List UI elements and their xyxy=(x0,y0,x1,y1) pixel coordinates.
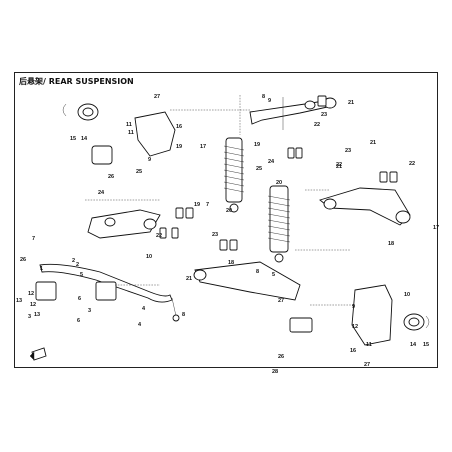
callout-11-13: 11 xyxy=(366,342,372,348)
callout-15-17: 15 xyxy=(423,342,429,348)
diagram-title: 后悬架/ REAR SUSPENSION xyxy=(19,77,134,86)
callout-15: 15 xyxy=(70,136,76,142)
callout-25-20: 25 xyxy=(256,166,262,172)
callout-21-22: 21 xyxy=(336,164,342,170)
callout-7-25: 7 xyxy=(206,202,209,208)
callout-18-33: 18 xyxy=(228,260,234,266)
callout-23-31: 23 xyxy=(212,232,218,238)
callout-2: 2 xyxy=(72,258,75,264)
callout-23: 23 xyxy=(321,112,327,118)
callout-10: 10 xyxy=(404,292,410,298)
callout-11: 11 xyxy=(126,122,132,128)
callout-17: 17 xyxy=(200,144,206,150)
left-lower-arm xyxy=(87,209,161,239)
callout-19-32: 19 xyxy=(194,202,200,208)
callout-12-3: 12 xyxy=(30,302,36,308)
callout-4: 4 xyxy=(138,322,142,328)
right-knuckle xyxy=(289,284,430,346)
shock-absorber-right xyxy=(267,185,291,263)
callout-22-5: 22 xyxy=(336,162,342,168)
callout-20-8: 20 xyxy=(276,180,282,186)
callout-26: 26 xyxy=(108,174,114,180)
callout-14-16: 14 xyxy=(410,342,417,348)
left-knuckle xyxy=(62,103,176,165)
callout-21-4: 21 xyxy=(370,140,376,146)
callout-18: 18 xyxy=(388,241,394,247)
assembly-lines xyxy=(85,95,355,306)
callout-25: 25 xyxy=(136,169,142,175)
right-a-arm xyxy=(319,187,411,226)
callout-13-27: 13 xyxy=(34,312,40,318)
callout-28: 28 xyxy=(272,369,278,375)
callout-27: 27 xyxy=(154,94,160,100)
callout-labels: 1234567891011121314151617181920212223242… xyxy=(16,94,439,375)
callout-16-18: 16 xyxy=(350,348,356,354)
callout-12-15: 12 xyxy=(352,324,358,330)
callout-9-1: 9 xyxy=(268,98,271,104)
callout-9-14: 9 xyxy=(352,304,355,310)
callout-22-23: 22 xyxy=(314,122,320,128)
callout-5-26: 5 xyxy=(272,272,275,278)
callout-19-7: 19 xyxy=(176,144,182,150)
callout-9: 9 xyxy=(148,157,151,163)
callout-8-24: 8 xyxy=(256,269,259,275)
callout-23-6: 23 xyxy=(345,148,351,154)
stabilizer-bar xyxy=(35,263,180,322)
callout-3: 3 xyxy=(28,314,31,320)
callout-17-9: 17 xyxy=(433,225,439,231)
callout-8-0: 8 xyxy=(262,94,265,100)
callout-7: 7 xyxy=(32,236,35,242)
callout-2-10: 2 xyxy=(76,262,79,268)
callout-24: 24 xyxy=(98,190,105,196)
callout-14: 14 xyxy=(81,136,88,142)
callout-26-36: 26 xyxy=(20,257,26,263)
callout-3-29: 3 xyxy=(88,308,91,314)
callout-4-37: 4 xyxy=(142,306,146,312)
callout-6-28: 6 xyxy=(78,296,81,302)
callout-22: 22 xyxy=(409,161,415,167)
callout-19: 19 xyxy=(254,142,260,148)
callout-12: 12 xyxy=(28,291,34,297)
diagram-frame xyxy=(14,72,438,368)
lower-center-arm xyxy=(193,261,301,301)
callout-11-2: 11 xyxy=(128,130,134,136)
callout-21-34: 21 xyxy=(186,276,192,282)
callout-24-21: 24 xyxy=(268,159,275,165)
callout-13: 13 xyxy=(16,298,22,304)
callout-20: 20 xyxy=(226,208,232,214)
callout-27-11: 27 xyxy=(278,298,284,304)
callout-10-35: 10 xyxy=(146,254,152,260)
callout-16: 16 xyxy=(176,124,182,130)
callout-27-12: 27 xyxy=(364,362,370,368)
callout-22-30: 22 xyxy=(156,233,162,239)
callout-8: 8 xyxy=(182,312,185,318)
callout-26-19: 26 xyxy=(278,354,284,360)
callout-6: 6 xyxy=(77,318,80,324)
shock-absorber-left xyxy=(223,137,245,213)
front-arrow-icon xyxy=(29,347,47,361)
callout-5: 5 xyxy=(80,272,83,278)
bushings xyxy=(159,95,398,251)
callout-1: 1 xyxy=(40,266,43,272)
callout-21: 21 xyxy=(348,100,354,106)
